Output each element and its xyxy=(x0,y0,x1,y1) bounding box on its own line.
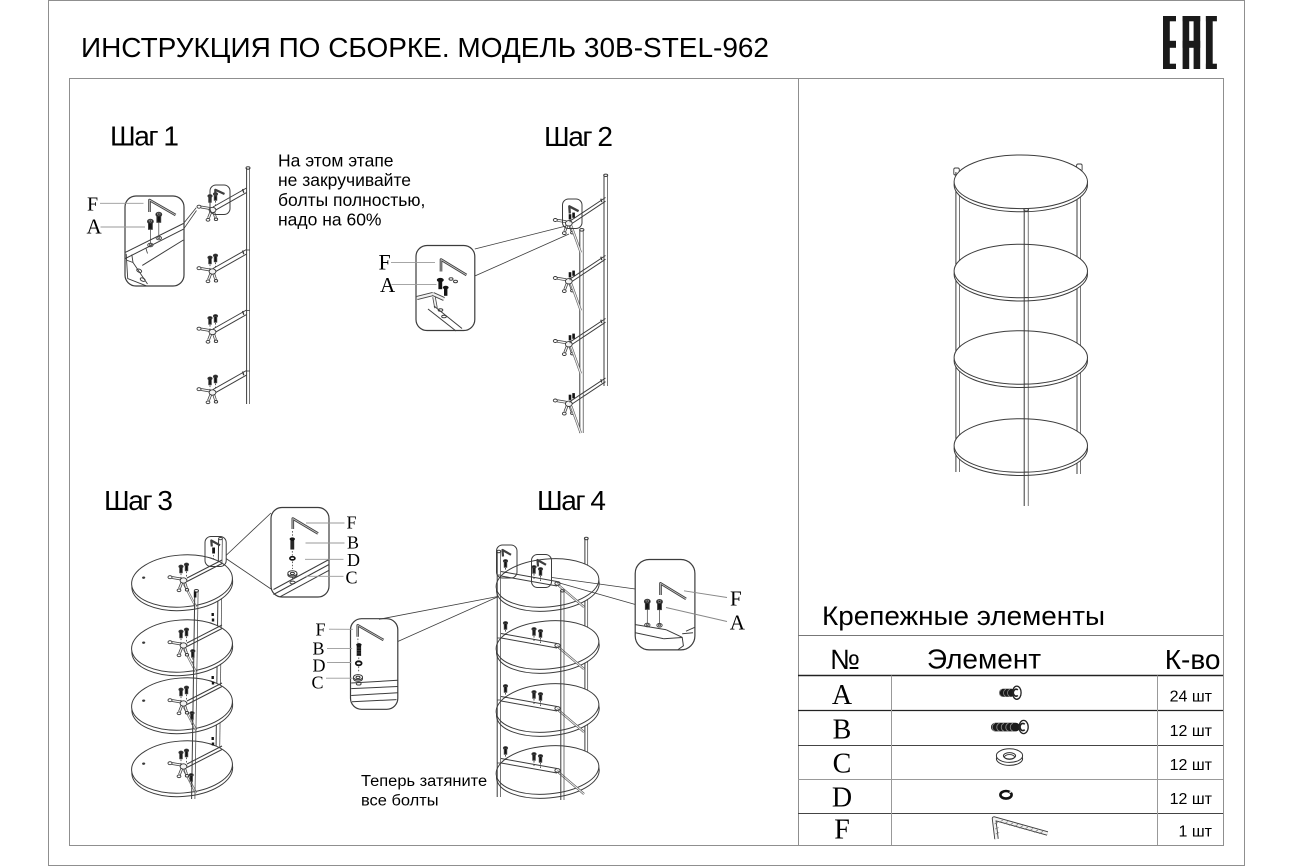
svg-text:C: C xyxy=(833,749,852,780)
svg-text:C: C xyxy=(346,568,358,588)
svg-text:№: № xyxy=(830,644,860,675)
svg-text:Шаг 2: Шаг 2 xyxy=(544,121,613,152)
svg-text:D: D xyxy=(347,550,360,570)
svg-text:F: F xyxy=(316,620,326,640)
svg-text:К-во: К-во xyxy=(1165,644,1221,675)
svg-text:F: F xyxy=(730,587,742,611)
svg-text:Теперь затяните: Теперь затяните xyxy=(361,773,487,790)
svg-text:F: F xyxy=(379,250,391,275)
svg-text:A: A xyxy=(832,680,853,711)
svg-text:12 шт: 12 шт xyxy=(1170,723,1213,740)
svg-text:Шаг 4: Шаг 4 xyxy=(537,485,606,516)
svg-text:F: F xyxy=(347,513,357,533)
svg-text:A: A xyxy=(380,273,396,297)
svg-text:12 шт: 12 шт xyxy=(1170,791,1213,808)
svg-text:Шаг 1: Шаг 1 xyxy=(110,120,179,151)
svg-text:A: A xyxy=(730,610,746,634)
svg-text:B: B xyxy=(347,533,359,553)
svg-text:D: D xyxy=(313,656,326,676)
svg-text:ИНСТРУКЦИЯ ПО СБОРКЕ. МОДЕЛЬ 3: ИНСТРУКЦИЯ ПО СБОРКЕ. МОДЕЛЬ 30B-STEL-96… xyxy=(81,32,769,63)
svg-text:24 шт: 24 шт xyxy=(1170,689,1213,706)
svg-text:D: D xyxy=(832,783,852,814)
svg-text:B: B xyxy=(313,639,325,659)
svg-text:надо на 60%: надо на 60% xyxy=(278,209,382,229)
svg-text:C: C xyxy=(312,673,324,693)
svg-text:A: A xyxy=(87,215,103,239)
svg-text:F: F xyxy=(834,815,850,846)
svg-text:B: B xyxy=(833,715,852,746)
svg-text:все болты: все болты xyxy=(361,793,439,810)
svg-text:12 шт: 12 шт xyxy=(1170,757,1213,774)
svg-text:1 шт: 1 шт xyxy=(1178,824,1212,841)
svg-text:не закручивайте: не закручивайте xyxy=(278,170,411,190)
svg-text:Элемент: Элемент xyxy=(927,644,1041,675)
svg-text:F: F xyxy=(87,194,98,216)
svg-text:На этом этапе: На этом этапе xyxy=(278,151,394,171)
svg-text:Шаг 3: Шаг 3 xyxy=(104,485,173,516)
svg-text:Крепежные элементы: Крепежные элементы xyxy=(822,601,1105,631)
svg-text:болты полностью,: болты полностью, xyxy=(278,190,425,210)
